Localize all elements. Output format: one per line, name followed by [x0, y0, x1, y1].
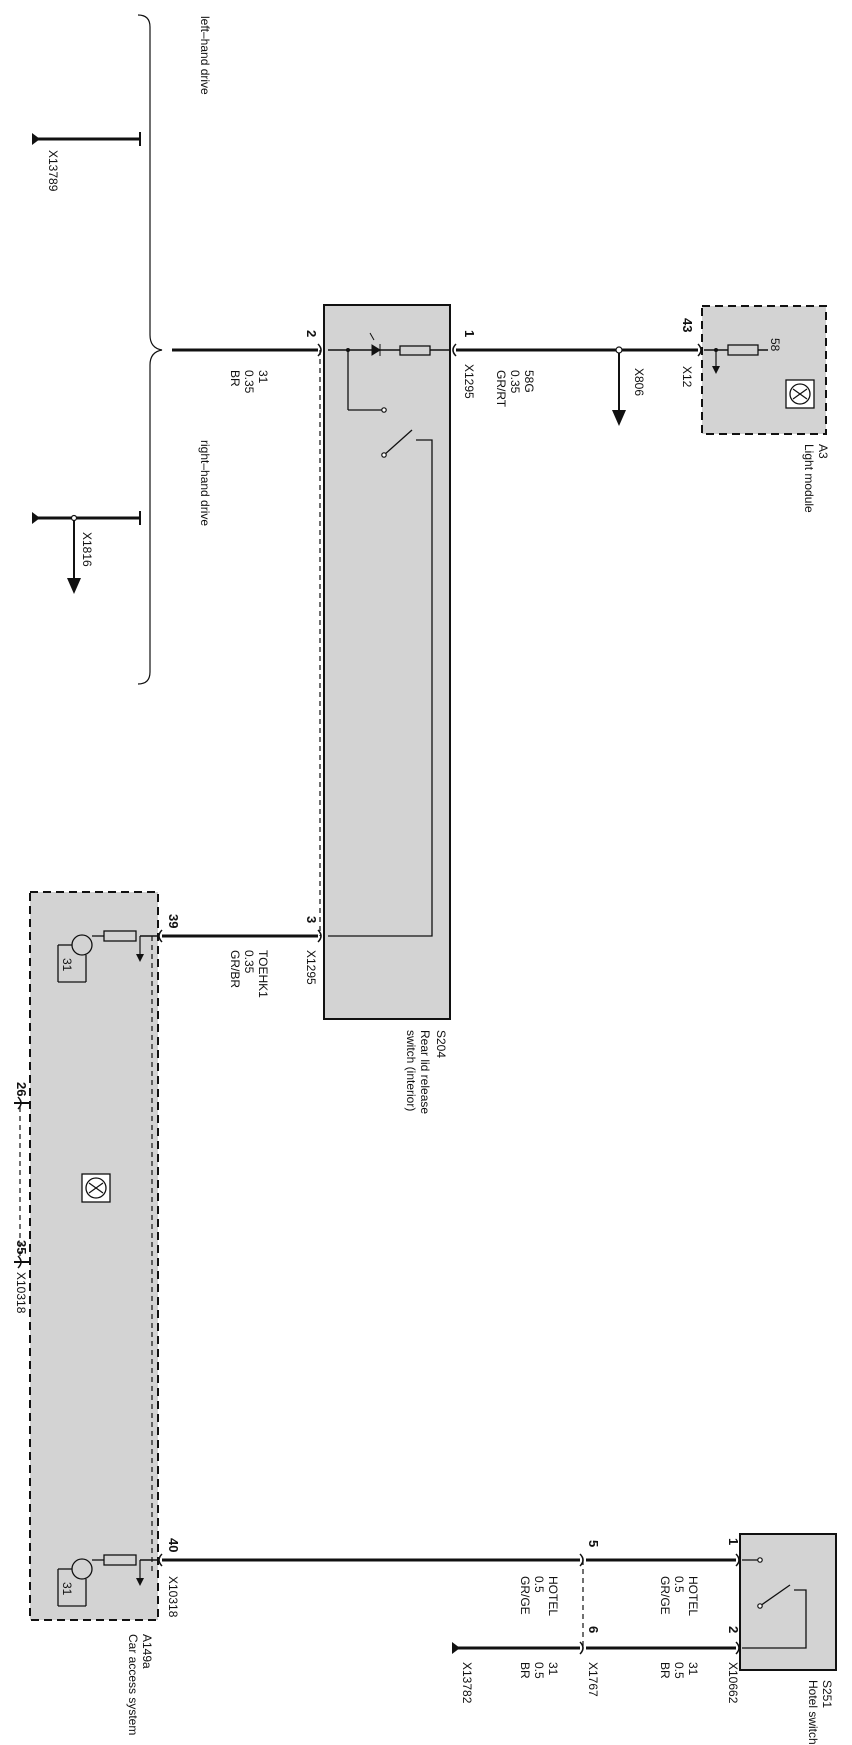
a3-arrow-icon [712, 366, 720, 374]
s251-pin1-label: 1 [726, 1538, 741, 1546]
s204-pin1-terminal [452, 343, 457, 357]
a149a-output-stage-39 [57, 930, 158, 983]
s204-connector-1: X1295 [462, 364, 476, 399]
s251-id: S251 [820, 1680, 834, 1709]
s251-connector: X10662 [726, 1662, 740, 1704]
a149a-pin40-terminal [158, 1553, 163, 1567]
x1767-pin6-terminal [579, 1641, 584, 1655]
x1816-ground-icon [32, 512, 40, 524]
a149a-output-stage-40 [57, 1554, 158, 1607]
s204-pin2-terminal [317, 343, 322, 357]
a149a-connector-40: X10318 [166, 1576, 180, 1618]
x1767-pin5-label: 5 [586, 1540, 601, 1548]
a3-body [701, 305, 827, 435]
x1767-label: X1767 [586, 1662, 600, 1697]
x13782-label: X13782 [460, 1662, 474, 1704]
a3-pin58-label: 58 [768, 338, 782, 352]
s204-switch-icon [383, 429, 413, 456]
s204-connector-3: X1295 [304, 950, 318, 985]
s251-contact-2 [757, 1603, 763, 1609]
s204-switch-contact [381, 407, 387, 413]
s251-pin2-terminal [735, 1641, 740, 1655]
wire-31-s251-label: 31 0.5 BR [658, 1662, 700, 1679]
label-x1816: X1816 [80, 532, 94, 567]
drive-variant-brace [137, 14, 163, 685]
x806-splice [615, 346, 623, 354]
s251-internal-wire-2 [742, 1589, 807, 1649]
wire-toehk1-label: TOEHK1 0.35 GR/BR [228, 950, 270, 998]
a149a-pin26-label: 26 [14, 1082, 29, 1097]
wire-hotel-upper-label: HOTEL 0.5 GR/GE [658, 1576, 700, 1617]
s251-name: Hotel switch [806, 1680, 820, 1745]
s251-pin1-terminal [735, 1553, 740, 1567]
a3-connector: X12 [680, 366, 694, 388]
a149a-pin35-terminal [17, 1255, 22, 1269]
s204-pin3-terminal [317, 929, 322, 943]
s204-id: S204 [434, 1030, 448, 1059]
s204-switch-contact-2 [381, 452, 387, 458]
s204-name: Rear lid release switch (interior) [404, 1030, 432, 1115]
s204-pin3-label: 3 [304, 916, 319, 924]
a149a-pin39-terminal [158, 929, 163, 943]
x1816-arrow-icon [67, 578, 81, 594]
s204-pin2-label: 2 [304, 330, 319, 338]
label-right-hand-drive: right–hand drive [198, 440, 212, 527]
label-left-hand-drive: left–hand drive [198, 16, 212, 95]
s204-led-icon [371, 344, 381, 356]
wire-31-br-label: 31 0.35 BR [228, 370, 270, 394]
module-symbol-icon [785, 379, 815, 409]
a149a-name: Car access system [126, 1634, 140, 1736]
s204-pin1-label: 1 [462, 330, 477, 338]
a149a-body [29, 891, 159, 1621]
x1816-splice [70, 514, 78, 522]
a149a-ground-2: 31 [60, 1582, 74, 1596]
s251-pin2-label: 2 [726, 1626, 741, 1634]
module-symbol-icon [81, 1173, 111, 1203]
a149a-ground-1: 31 [60, 958, 74, 972]
a149a-pin39-label: 39 [166, 914, 181, 929]
x806-arrow-icon [612, 410, 626, 426]
a149a-pin35-label: 35 [14, 1240, 29, 1255]
a3-name: Light module [802, 444, 816, 513]
a149a-pin40-label: 40 [166, 1538, 181, 1553]
label-x13789: X13789 [46, 150, 60, 192]
a149a-pin26-terminal [17, 1096, 22, 1110]
wire-hotel-lower-label: HOTEL 0.5 GR/GE [518, 1576, 560, 1617]
wire-58g-label: 58G 0.35 GR/RT [494, 370, 536, 408]
x1767-pin6-label: 6 [586, 1626, 601, 1634]
a149a-connector-35: X10318 [14, 1272, 28, 1314]
label-x806: X806 [632, 368, 646, 397]
s251-contact-1 [757, 1557, 763, 1563]
x13789-ground-icon [32, 133, 40, 145]
s251-body [739, 1533, 837, 1671]
wire-31-x1767-label: 31 0.5 BR [518, 1662, 560, 1679]
a3-pin43-terminal [697, 343, 702, 357]
s204-switch-wire [328, 439, 433, 937]
s204-body [323, 304, 451, 1020]
a3-pin43-label: 43 [680, 318, 695, 333]
x13782-ground-icon [452, 1642, 460, 1654]
s204-led-ray [369, 332, 375, 341]
s251-switch-icon [759, 1584, 791, 1607]
a149a-id: A149a [140, 1634, 154, 1669]
a3-id: A3 [816, 444, 830, 459]
